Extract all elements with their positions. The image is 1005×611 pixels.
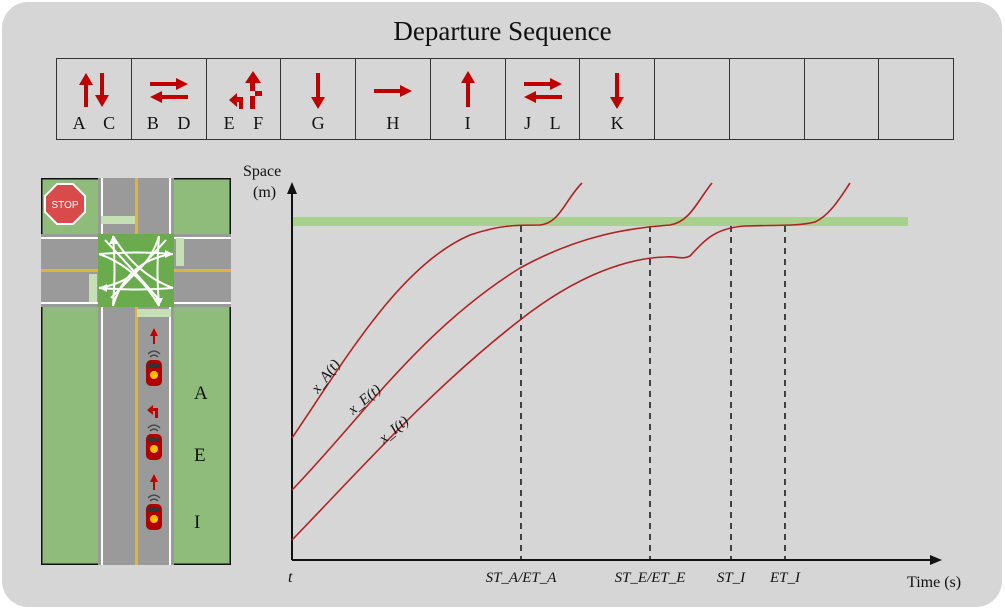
curve-label-i: x_I(t) [376, 413, 413, 447]
intersection-scene: STOP A E I [41, 178, 231, 565]
y-axis-unit: (m) [253, 184, 276, 201]
curve-label-e: x_E(t) [345, 382, 385, 419]
sequence-label: J L [524, 113, 561, 133]
wireless-icon [147, 350, 161, 358]
down-arrow-icon [610, 73, 625, 109]
sequence-cell-11 [805, 59, 880, 139]
stop-sign-icon [44, 183, 86, 225]
marker-label-a: ST_A/ET_A [486, 570, 558, 586]
sequence-cell-3: E F [207, 59, 282, 139]
sequence-label: B D [146, 113, 191, 133]
stop-line-band [292, 217, 908, 226]
origin-label: t [288, 569, 293, 586]
departure-sequence-table: A C B D E F G H [56, 58, 954, 140]
sequence-label: I [464, 113, 471, 133]
down-arrow-icon [311, 73, 326, 109]
marker-label-et-i: ET_I [769, 570, 801, 586]
left-right-arrows-icon [523, 78, 562, 103]
figure-title: Departure Sequence [393, 16, 612, 46]
vehicle-e [146, 405, 162, 460]
sequence-label: E F [223, 113, 264, 133]
marker-label-e: ST_E/ET_E [615, 570, 686, 586]
vehicle-a [146, 328, 162, 386]
stop-sign-text: STOP [51, 200, 78, 211]
turning-paths-icon [98, 235, 174, 307]
sequence-cell-1: A C [57, 59, 132, 139]
vehicle-i [146, 474, 162, 530]
up-down-arrows-icon [79, 73, 109, 107]
sequence-cell-5: H [356, 59, 431, 139]
x-axis-label: Time (s) [907, 574, 961, 591]
sequence-cell-10 [730, 59, 805, 139]
up-arrow-icon [460, 71, 475, 107]
left-turn-arrow-icon [147, 405, 158, 418]
sequence-cell-8: K [580, 59, 655, 139]
lane-letter-a: A [194, 383, 208, 404]
sequence-cell-2: B D [132, 59, 207, 139]
x-axis-arrow-icon [930, 555, 942, 565]
straight-arrow-icon [150, 474, 158, 490]
trajectory-i [291, 182, 851, 541]
sequence-cell-6: I [431, 59, 506, 139]
y-axis-label: Space [243, 163, 281, 180]
sequence-cell-4: G [281, 59, 356, 139]
right-arrow-icon [374, 85, 412, 97]
curve-label-a: x_A(t) [308, 357, 344, 397]
sequence-cell-9 [655, 59, 730, 139]
sequence-cell-7: J L [506, 59, 581, 139]
trajectory-e [291, 182, 713, 491]
sequence-label: K [610, 113, 624, 133]
sequence-label: H [386, 113, 400, 133]
marker-label-st-i: ST_I [717, 570, 746, 586]
sequence-label: G [311, 113, 325, 133]
sequence-label: A C [72, 113, 116, 133]
lane-letter-i: I [194, 512, 200, 533]
trajectory-a [291, 182, 583, 439]
straight-arrow-icon [150, 328, 158, 344]
wireless-icon [147, 424, 161, 432]
y-axis-arrow-icon [287, 182, 297, 194]
lane-letter-e: E [194, 445, 206, 466]
left-turn-arrows-icon [228, 71, 262, 109]
wireless-icon [147, 494, 161, 502]
left-right-arrows-icon [149, 78, 188, 103]
